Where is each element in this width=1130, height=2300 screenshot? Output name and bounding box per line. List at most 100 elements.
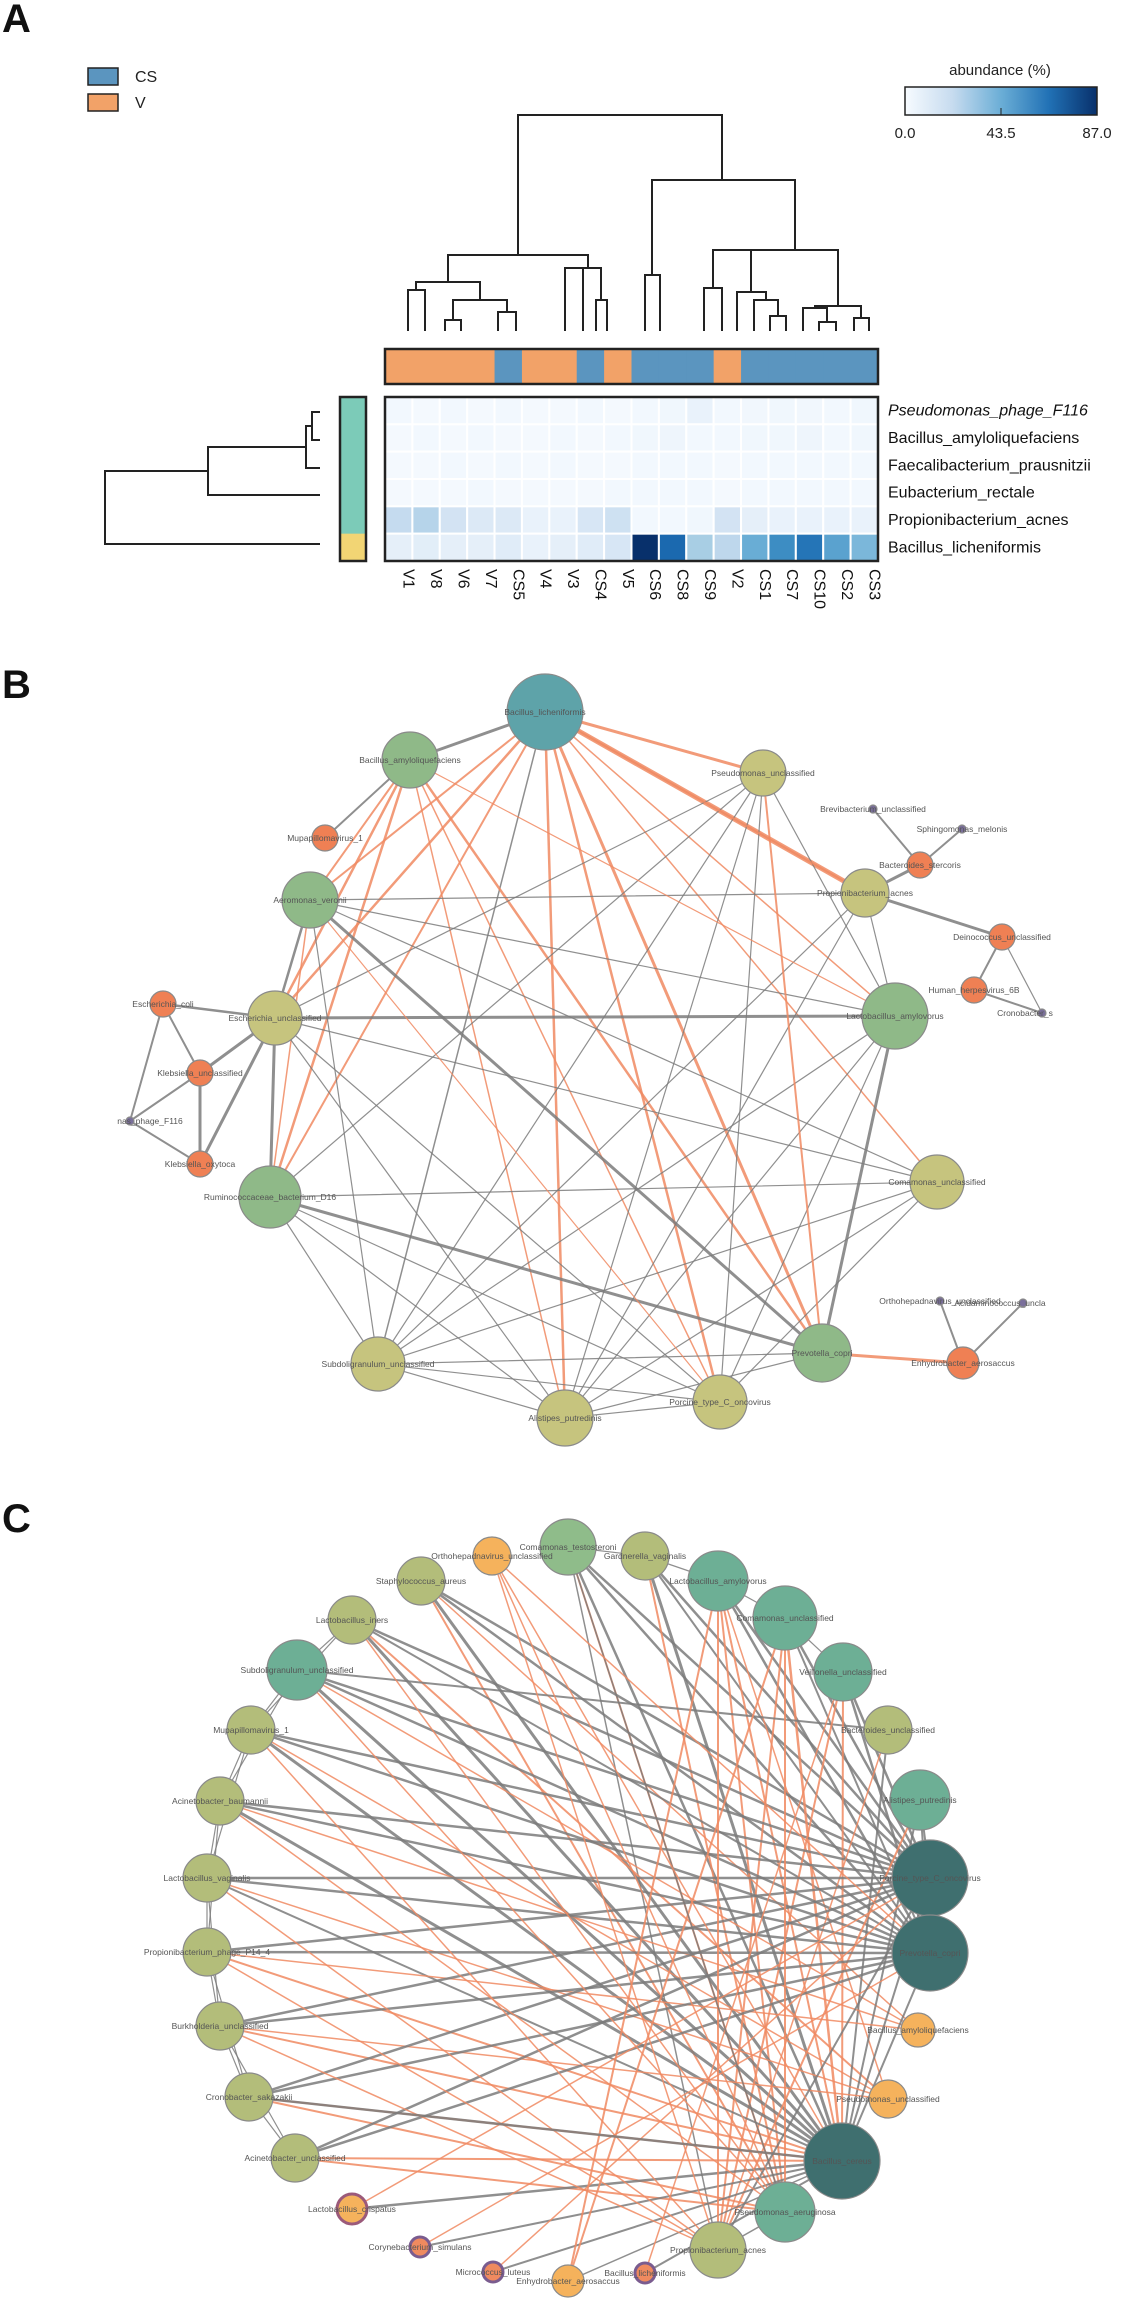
network-edge (248, 2096, 786, 2213)
network-node (692, 1374, 748, 1430)
network-node-label: Comamonas_unclassified (736, 1613, 834, 1623)
network-node-label: Comamonas_testosteroni (520, 1542, 617, 1552)
network-edge (274, 1017, 566, 1419)
heatmap-cell (685, 478, 715, 508)
heatmap-cell (493, 396, 523, 426)
column-group-cell (412, 349, 441, 384)
column-group-bar (385, 349, 879, 384)
heatmap-cell (438, 450, 469, 480)
network-node-label: Subdoligranulum_unclassified (322, 1359, 435, 1369)
network-node (906, 851, 934, 879)
network-node-label: Propionibacterium_acnes (670, 2245, 766, 2255)
heatmap-cell (548, 450, 578, 480)
network-node (687, 1550, 749, 1612)
network-node-label: Pseudomonas_unclassified (836, 2094, 940, 2104)
heatmap-cell (794, 396, 825, 426)
network-node-label: Bacillus_amyloliquefaciens (359, 755, 461, 765)
heatmap-cell (740, 423, 770, 453)
network-edge (249, 1728, 932, 1880)
legend-label-v: V (135, 95, 146, 112)
network-node-label: Pseudomonas_unclassified (711, 768, 815, 778)
network-node (481, 2260, 505, 2284)
network-edge (377, 772, 764, 1365)
column-label: CS5 (509, 569, 526, 600)
heatmap-cell (411, 450, 441, 480)
network-edge (419, 1579, 932, 1955)
network-node (889, 1769, 951, 1831)
column-label: CS7 (783, 569, 800, 600)
network-node (840, 868, 890, 918)
network-edge (269, 1196, 379, 1365)
heatmap-panel: CS V abundance (%) 0.0 43.5 87.0 (87, 62, 1112, 609)
network-edge (783, 1616, 932, 1880)
network-node (506, 673, 584, 751)
heatmap-cell (822, 532, 852, 563)
row-label: Bacillus_licheniformis (888, 539, 1041, 556)
network-node (472, 1536, 512, 1576)
network-edge (409, 759, 721, 1403)
heatmap-cell (712, 505, 743, 535)
column-dendrogram (407, 114, 870, 331)
network-edge (491, 1555, 719, 2251)
network-node (125, 1116, 135, 1126)
network-node (186, 1150, 214, 1178)
heatmap-cell (794, 450, 825, 480)
network-edge (206, 1951, 719, 2251)
column-group-cell (713, 349, 742, 384)
heatmap-cell (603, 478, 633, 508)
legend-swatch-cs (87, 67, 119, 86)
row-label: Bacillus_amyloliquefaciens (888, 430, 1079, 447)
network-edge (269, 899, 311, 1198)
network-edge (309, 899, 896, 1017)
heatmap-cell (630, 532, 660, 563)
network-node-label: Porcine_type_C_oncovirus (879, 1873, 981, 1883)
network-node (813, 1642, 873, 1702)
heatmap-cell (712, 450, 743, 480)
network-node-label: Acinetobacter_unclassified (244, 2153, 345, 2163)
network-node (266, 1639, 328, 1701)
column-group-cell (823, 349, 852, 384)
row-label: Eubacterium_rectale (888, 485, 1035, 502)
network-node (891, 1914, 969, 1992)
network-node (868, 804, 878, 814)
heatmap-cell (575, 532, 606, 563)
network-edge (351, 1619, 889, 2100)
network-node-label: Lactobacillus_crispatus (308, 2204, 396, 2214)
column-label: V4 (537, 569, 554, 589)
network-node-label: Mupapillomavirus_1 (213, 1725, 289, 1735)
network-edge (350, 1618, 844, 2163)
heatmap-cell (520, 423, 551, 453)
network-edge (719, 772, 764, 1403)
network-node (238, 1165, 302, 1229)
network-node (792, 1323, 852, 1383)
heatmap-cell (603, 396, 633, 426)
network-edge (273, 1014, 897, 1020)
network-edge (564, 892, 866, 1419)
heatmap-cell (466, 505, 496, 535)
network-node-label: Lactobacillus_iners (316, 1615, 388, 1625)
heatmap-cell (630, 505, 660, 535)
heatmap-cell (384, 450, 414, 480)
network-node-label: Lactobacillus_vaginalis (164, 1873, 251, 1883)
network-edge (492, 1877, 931, 2273)
heatmap-cell (575, 478, 606, 508)
network-edge (408, 758, 824, 1355)
network-node (182, 1853, 232, 1903)
network-b-panel: Bacillus_licheniformisBacillus_amyloliqu… (117, 673, 1053, 1447)
network-node-label: Pseudomonas_aeruginosa (734, 2207, 835, 2217)
network-edge (544, 711, 896, 1017)
network-edge (409, 759, 896, 1017)
network-node (900, 2012, 936, 2048)
colorbar-tick-min: 0.0 (895, 125, 916, 142)
network-edge (564, 772, 764, 1419)
heatmap-cell (603, 423, 633, 453)
network-node-label: Comamonas_unclassified (888, 1177, 986, 1187)
network-node-label: Veillonella_unclassified (799, 1667, 887, 1677)
network-node-label: Prevotella_copri (792, 1348, 853, 1358)
network-node-label: Enhydrobacter_aerosaccus (911, 1358, 1014, 1368)
row-labels: Pseudomonas_phage_F116Bacillus_amyloliqu… (888, 403, 1091, 557)
heatmap-cell (520, 532, 551, 563)
network-edge (544, 711, 938, 1183)
network-edge (247, 1951, 932, 2099)
heatmap-cell (822, 423, 852, 453)
